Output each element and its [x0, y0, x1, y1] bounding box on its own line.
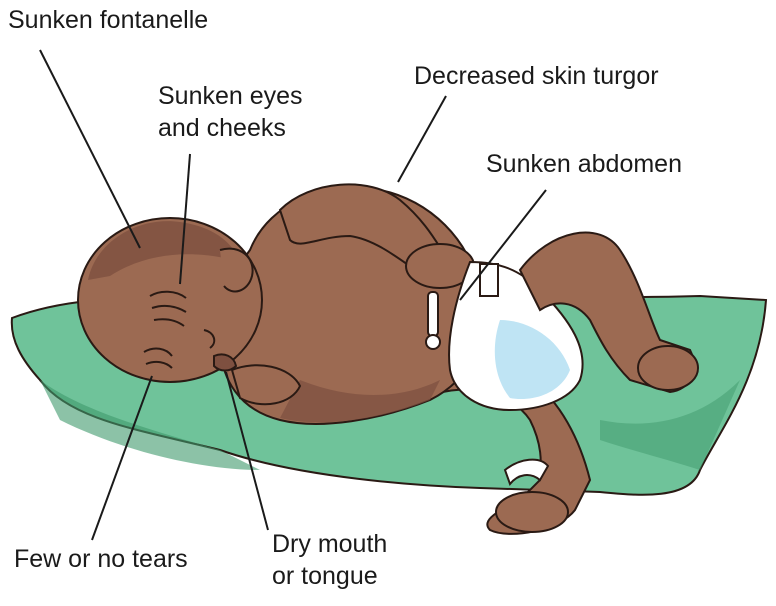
leader-line-tears	[91, 375, 153, 541]
leader-line-turgor	[397, 95, 447, 183]
label-sunken-fontanelle: Sunken fontanelle	[8, 4, 208, 36]
label-dry-mouth-line2: or tongue	[272, 562, 378, 590]
diaper-tab	[479, 263, 499, 297]
nose	[203, 329, 216, 349]
tearless-eye	[143, 347, 173, 369]
umbilical-clamp-end	[425, 334, 441, 350]
label-sunken-eyes-line1: Sunken eyes	[158, 82, 303, 110]
label-few-or-no-tears: Few or no tears	[14, 543, 188, 575]
leader-line-fontanelle	[39, 49, 141, 249]
sunken-eye	[149, 290, 187, 327]
fist-near-face	[230, 364, 302, 406]
label-few-or-no-tears-text: Few or no tears	[14, 545, 188, 573]
label-sunken-eyes-line2: and cheeks	[158, 114, 286, 142]
ankle-band	[503, 458, 550, 487]
label-decreased-skin-turgor-text: Decreased skin turgor	[414, 62, 659, 90]
ear	[219, 247, 254, 293]
label-sunken-eyes: Sunken eyes and cheeks	[158, 80, 303, 144]
umbilical-clamp	[427, 291, 439, 337]
raised-foot	[637, 345, 699, 391]
label-sunken-abdomen: Sunken abdomen	[486, 148, 682, 180]
foot	[495, 491, 569, 533]
leader-line-abdomen	[459, 189, 547, 301]
hair	[88, 221, 240, 280]
blanket-fold	[40, 380, 260, 470]
label-sunken-abdomen-text: Sunken abdomen	[486, 150, 682, 178]
label-sunken-fontanelle-text: Sunken fontanelle	[8, 6, 209, 34]
label-dry-mouth: Dry mouth or tongue	[272, 528, 387, 592]
leader-line-mouth	[225, 371, 269, 531]
diaper-shade	[494, 320, 570, 400]
blanket-fold-right	[600, 380, 740, 470]
leader-line-eyes	[179, 153, 191, 285]
dry-mouth	[213, 353, 238, 372]
label-dry-mouth-line1: Dry mouth	[272, 530, 388, 558]
torso-shadow	[280, 380, 440, 423]
label-decreased-skin-turgor: Decreased skin turgor	[414, 60, 659, 92]
